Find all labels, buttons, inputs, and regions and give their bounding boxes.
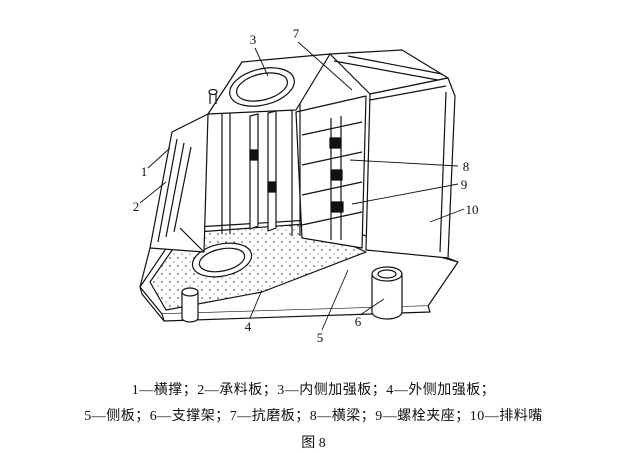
label-9: 9 bbox=[461, 177, 468, 192]
bolt-clamp bbox=[331, 201, 344, 213]
label-7: 7 bbox=[293, 26, 300, 41]
bolt-clamp bbox=[330, 169, 343, 181]
wear-plates bbox=[249, 110, 277, 232]
label-4: 4 bbox=[245, 319, 252, 334]
interior-wall bbox=[295, 95, 367, 249]
leader-1 bbox=[147, 147, 171, 169]
top-plate bbox=[207, 53, 331, 115]
label-6: 6 bbox=[355, 314, 362, 329]
bolt-clamp bbox=[249, 149, 259, 161]
leader-4 bbox=[249, 289, 263, 319]
figure-caption: 1—横撑；2—承料板；3—内侧加强板；4—外侧加强板； 5—侧板；6—支撑架；7… bbox=[0, 378, 627, 452]
feed-plate bbox=[139, 113, 209, 288]
leader-6 bbox=[359, 298, 385, 316]
support-cylinder bbox=[371, 266, 403, 320]
rim-pin bbox=[208, 88, 218, 104]
bolt-clamp bbox=[267, 181, 277, 193]
leader-8 bbox=[349, 159, 459, 167]
leader-9 bbox=[351, 183, 459, 205]
label-5: 5 bbox=[317, 330, 324, 345]
label-2: 2 bbox=[133, 199, 140, 214]
leader-lines bbox=[139, 41, 465, 331]
label-3: 3 bbox=[250, 32, 257, 47]
figure-number: 图 8 bbox=[301, 436, 326, 451]
technical-diagram: 1 2 3 4 5 6 7 8 9 10 bbox=[133, 26, 479, 345]
label-1: 1 bbox=[141, 164, 148, 179]
discharge-panel bbox=[365, 77, 459, 263]
bolt-clamp bbox=[329, 137, 342, 149]
caption-line-2: 5—侧板；6—支撑架；7—抗磨板；8—横梁；9—螺栓夹座；10—排料嘴 bbox=[84, 409, 543, 424]
leader-10 bbox=[429, 208, 465, 223]
label-8: 8 bbox=[463, 159, 470, 174]
caption-line-1: 1—横撑；2—承料板；3—内侧加强板；4—外侧加强板； bbox=[131, 383, 496, 398]
leader-7 bbox=[297, 41, 353, 91]
leader-5 bbox=[321, 269, 349, 331]
leader-2 bbox=[139, 181, 167, 204]
label-10: 10 bbox=[466, 202, 479, 217]
vertical-rod-left bbox=[220, 92, 232, 234]
leader-3 bbox=[254, 47, 269, 77]
base-hole bbox=[191, 242, 253, 278]
foot-stub bbox=[181, 287, 199, 323]
part-labels: 1 2 3 4 5 6 7 8 9 10 bbox=[133, 26, 479, 345]
rear-beam bbox=[329, 49, 449, 95]
